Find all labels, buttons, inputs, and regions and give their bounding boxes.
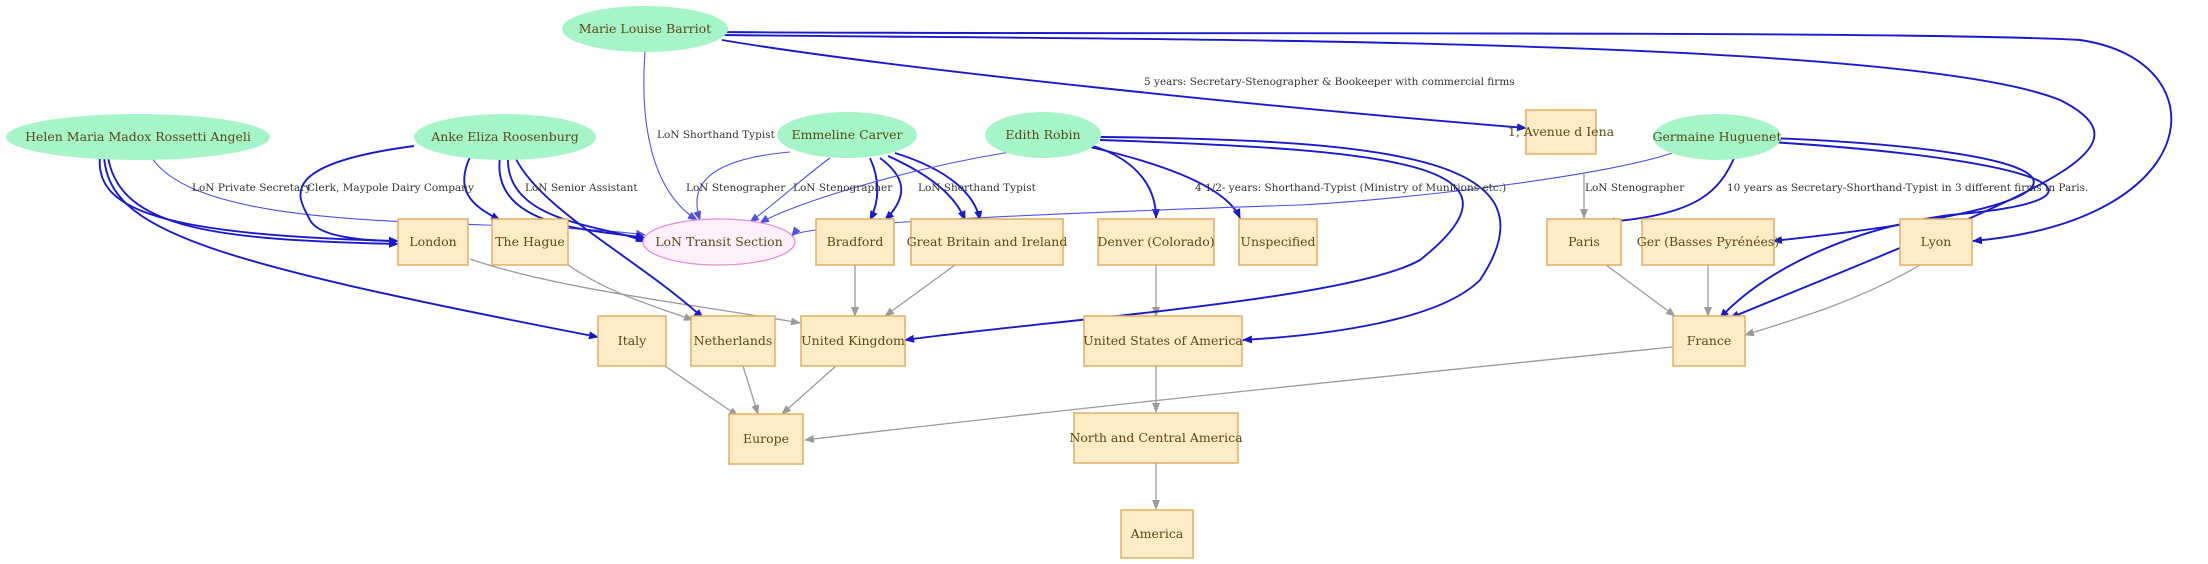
place-node-italy[interactable]: Italy	[597, 315, 667, 367]
edge-helen-london	[98, 156, 399, 245]
place-label: Denver (Colorado)	[1097, 234, 1214, 249]
place-label: Ger (Basses Pyrénées)	[1637, 234, 1779, 249]
edge-marie-lyon	[721, 31, 2173, 245]
person-label: Marie Louise Barriot	[579, 21, 711, 36]
person-node-edith[interactable]: Edith Robin	[985, 112, 1101, 158]
place-node-london[interactable]: London	[397, 218, 469, 266]
person-label: Anke Eliza Roosenburg	[430, 129, 579, 144]
edge-netherlands-europe	[742, 365, 760, 415]
place-node-bradford[interactable]: Bradford	[815, 218, 895, 266]
edge-helen-london-b	[107, 156, 399, 248]
edge-paris-france	[1605, 264, 1676, 317]
person-label: Emmeline Carver	[791, 127, 902, 142]
place-node-lyon[interactable]: Lyon	[1899, 218, 1973, 266]
person-node-helen[interactable]: Helen Maria Madox Rossetti Angeli	[6, 114, 270, 160]
edge-emmeline-lon-a	[693, 151, 791, 221]
edge-anke-hague	[463, 156, 501, 221]
person-node-emmeline[interactable]: Emmeline Carver	[777, 112, 917, 158]
edge-italy-europe	[664, 365, 739, 417]
edge-label-edith-lon: LoN Shorthand Typist	[918, 182, 1037, 194]
edge-anke-netherlands	[514, 156, 704, 319]
edge-london-uk	[469, 258, 801, 326]
place-nodes: 1, Avenue d Iena London The Hague Bradfo…	[397, 109, 1973, 559]
edge-edith-lon	[759, 151, 1011, 224]
edge-emmeline-bradford	[869, 157, 879, 221]
edge-label-germaine-paris: 10 years as Secretary-Shorthand-Typist i…	[1727, 182, 2088, 194]
edge-germaine-france	[1719, 141, 2050, 319]
person-label: Edith Robin	[1005, 127, 1080, 142]
org-node-lon[interactable]: LoN Transit Section	[642, 218, 796, 266]
person-label: Helen Maria Madox Rossetti Angeli	[25, 129, 251, 144]
edge-helen-italy	[103, 156, 599, 340]
place-label: United States of America	[1083, 333, 1243, 348]
place-node-denver[interactable]: Denver (Colorado)	[1097, 218, 1215, 266]
place-node-ger[interactable]: Ger (Basses Pyrénées)	[1637, 218, 1779, 266]
person-node-germaine[interactable]: Germaine Huguenet	[1653, 114, 1782, 160]
edge-marie-avenue	[721, 39, 1527, 132]
edge-label-edith-unspecified: 4 1/2- years: Shorthand-Typist (Ministry…	[1195, 182, 1506, 194]
place-label: Italy	[618, 333, 647, 348]
edge-edith-usa	[1099, 136, 1502, 344]
place-label: London	[409, 234, 456, 249]
edge-emmeline-bradford-b	[879, 157, 903, 221]
place-label: Unspecified	[1240, 234, 1315, 249]
place-node-avenue[interactable]: 1, Avenue d Iena	[1508, 109, 1615, 155]
place-node-france[interactable]: France	[1672, 315, 1746, 367]
person-label: Germaine Huguenet	[1653, 129, 1782, 144]
place-label: United Kingdom	[801, 333, 905, 348]
place-label: America	[1130, 526, 1184, 541]
place-label: North and Central America	[1069, 430, 1243, 445]
person-nodes: Marie Louise Barriot Helen Maria Madox R…	[6, 6, 1781, 160]
place-label: 1, Avenue d Iena	[1508, 124, 1615, 139]
edge-labels: 5 years: Secretary-Stenographer & Bookee…	[192, 76, 2088, 194]
place-node-america[interactable]: America	[1120, 509, 1194, 559]
person-node-marie[interactable]: Marie Louise Barriot	[562, 6, 728, 52]
place-node-europe[interactable]: Europe	[728, 413, 804, 465]
place-label: Great Britain and Ireland	[907, 234, 1068, 249]
org-label: LoN Transit Section	[655, 234, 783, 249]
place-node-usa[interactable]: United States of America	[1083, 315, 1243, 367]
place-label: Netherlands	[694, 333, 773, 348]
person-node-anke[interactable]: Anke Eliza Roosenburg	[414, 114, 596, 160]
edge-hague-netherlands	[559, 258, 694, 321]
place-label: Paris	[1568, 234, 1600, 249]
place-label: Bradford	[827, 234, 884, 249]
place-label: Europe	[743, 431, 789, 446]
place-label: Lyon	[1921, 234, 1952, 249]
edge-label-marie-avenue: 5 years: Secretary-Stenographer & Bookee…	[1144, 76, 1515, 88]
place-node-gbi[interactable]: Great Britain and Ireland	[907, 218, 1068, 266]
hierarchy-edges	[469, 174, 1921, 510]
place-node-unspecified[interactable]: Unspecified	[1238, 218, 1318, 266]
edge-label-marie-lon: LoN Shorthand Typist	[657, 129, 776, 141]
edge-label-anke-london: Clerk, Maypole Dairy Company	[307, 182, 474, 194]
edge-edith-unspecified	[1089, 146, 1241, 219]
edge-lyon-france	[1744, 264, 1921, 337]
place-label: The Hague	[495, 234, 565, 249]
edge-marie-lon	[643, 51, 698, 221]
edge-label-emmeline-lon-a: LoN Stenographer	[686, 182, 786, 194]
place-node-netherlands[interactable]: Netherlands	[690, 315, 776, 367]
place-node-nca[interactable]: North and Central America	[1069, 412, 1243, 464]
edge-germaine-paris	[1605, 155, 1736, 226]
edge-uk-europe	[781, 365, 837, 415]
edge-emmeline-gbi	[887, 155, 966, 221]
place-node-uk[interactable]: United Kingdom	[800, 315, 906, 367]
edge-label-anke-lon: LoN Senior Assistant	[525, 182, 638, 194]
edge-france-europe	[804, 346, 1673, 443]
place-node-hague[interactable]: The Hague	[491, 218, 569, 266]
place-label: France	[1687, 333, 1732, 348]
edge-emmeline-gbi-b	[894, 152, 983, 221]
edge-label-emmeline-lon-b: LoN Stenographer	[793, 182, 893, 194]
edge-gbi-uk	[884, 264, 956, 317]
edge-anke-london	[299, 145, 415, 245]
place-node-paris[interactable]: Paris	[1546, 218, 1622, 266]
edge-label-helen-lon: LoN Private Secretary	[192, 182, 311, 194]
edge-label-germaine-lon: LoN Stenographer	[1585, 182, 1685, 194]
